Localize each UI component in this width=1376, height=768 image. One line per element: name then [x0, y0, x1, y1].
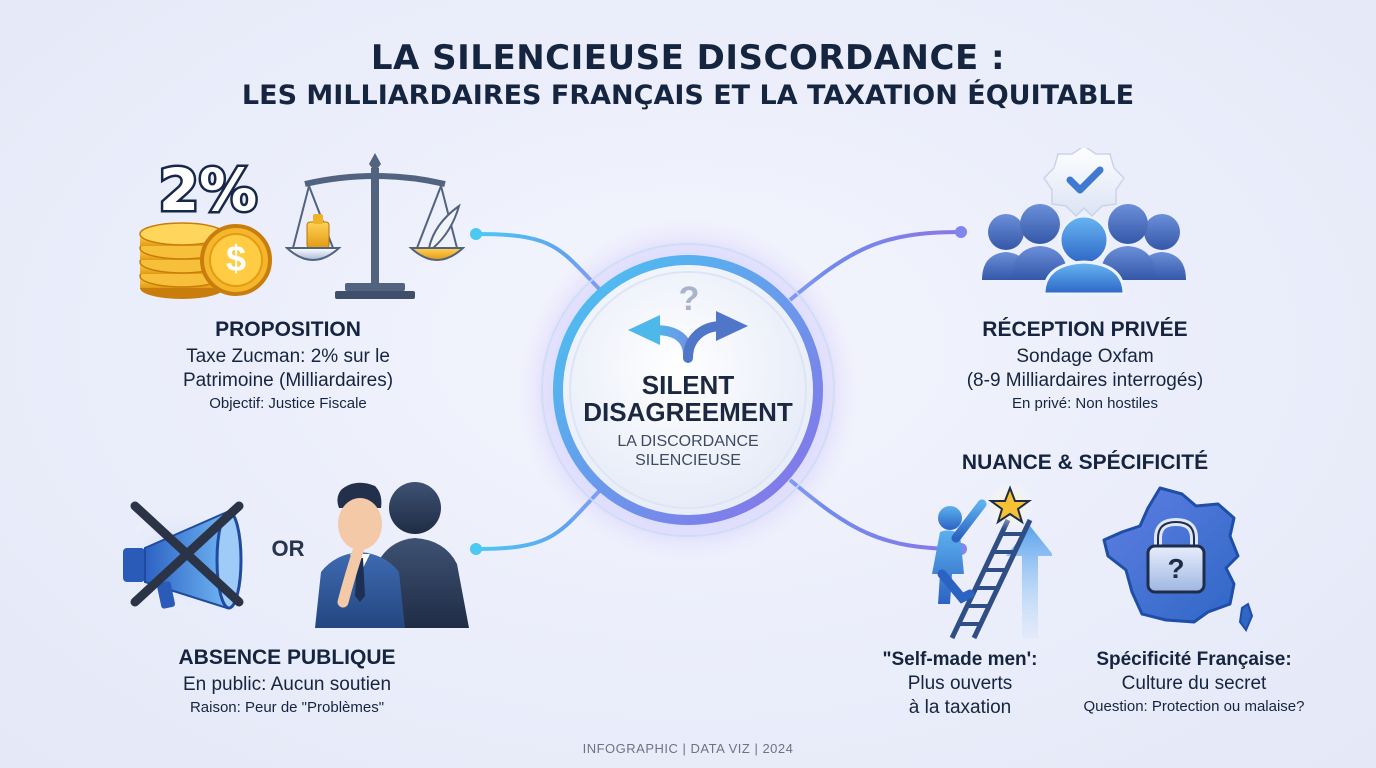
absence-line1: En public: Aucun soutien — [182, 674, 392, 695]
proposition-line2: Patrimoine (Milliardaires) — [182, 370, 394, 391]
proposition-block: PROPOSITION Taxe Zucman: 2% sur le Patri… — [118, 318, 458, 415]
page-title: LA SILENCIEUSE DISCORDANCE : — [370, 38, 1006, 78]
self-made-block: "Self-made men': Plus ouverts à la taxat… — [870, 648, 1050, 720]
climbing-ladder-icon — [932, 482, 1052, 640]
center-title-line2: DISAGREEMENT — [583, 397, 793, 427]
absence-block: ABSENCE PUBLIQUE En public: Aucun soutie… — [110, 646, 464, 719]
or-connector: OR — [271, 536, 305, 561]
dollar-symbol: $ — [225, 238, 247, 279]
megaphone-icon — [117, 501, 253, 616]
question-mark-icon: ? — [678, 280, 700, 318]
silence-businessman-icon — [315, 482, 469, 628]
absence-heading: ABSENCE PUBLIQUE — [178, 646, 396, 669]
reception-block: RÉCEPTION PRIVÉE Sondage Oxfam (8-9 Mill… — [918, 318, 1252, 415]
francaise-block: Spécificité Française: Culture du secret… — [1056, 648, 1332, 718]
lock-question-mark: ? — [1167, 553, 1185, 584]
group-icon — [982, 148, 1186, 296]
diverging-arrows-icon — [628, 311, 748, 363]
reception-small: En privé: Non hostiles — [1012, 395, 1158, 412]
star-icon — [986, 482, 1034, 530]
nuance-heading: NUANCE & SPÉCIFICITÉ — [961, 451, 1209, 474]
scale-icon — [285, 153, 465, 299]
francaise-line2: Culture du secret — [1121, 673, 1267, 694]
self-made-line1: "Self-made men': — [882, 649, 1038, 670]
france-map-icon — [1102, 486, 1254, 632]
francaise-line1: Spécificité Française: — [1096, 649, 1292, 670]
verified-badge-icon — [1043, 148, 1125, 218]
proposition-heading: PROPOSITION — [215, 318, 361, 341]
center-title-line1: SILENT — [641, 370, 735, 400]
reception-line2: (8-9 Milliardaires interrogés) — [966, 370, 1204, 391]
francaise-small: Question: Protection ou malaise? — [1083, 698, 1305, 715]
page-subtitle: LES MILLIARDAIRES FRANÇAIS ET LA TAXATIO… — [241, 80, 1135, 111]
footer: INFOGRAPHIC | DATA VIZ | 2024 — [582, 741, 794, 756]
percentage-badge: 2% — [156, 154, 259, 227]
coins-icon — [139, 222, 272, 299]
center-subtitle-line1: LA DISCORDANCE — [617, 433, 759, 450]
proposition-small: Objectif: Justice Fiscale — [209, 395, 367, 412]
proposition-line1: Taxe Zucman: 2% sur le — [186, 346, 390, 367]
center-hub: SILENT DISAGREEMENT LA DISCORDANCE SILEN… — [570, 372, 806, 470]
lock-icon — [1146, 517, 1206, 594]
absence-small: Raison: Peur de "Problèmes" — [189, 699, 385, 716]
self-made-line3: à la taxation — [908, 697, 1012, 718]
reception-heading: RÉCEPTION PRIVÉE — [982, 318, 1188, 341]
self-made-line2: Plus ouverts — [907, 673, 1013, 694]
reception-line1: Sondage Oxfam — [1016, 346, 1154, 367]
center-subtitle-line2: SILENCIEUSE — [635, 452, 741, 469]
